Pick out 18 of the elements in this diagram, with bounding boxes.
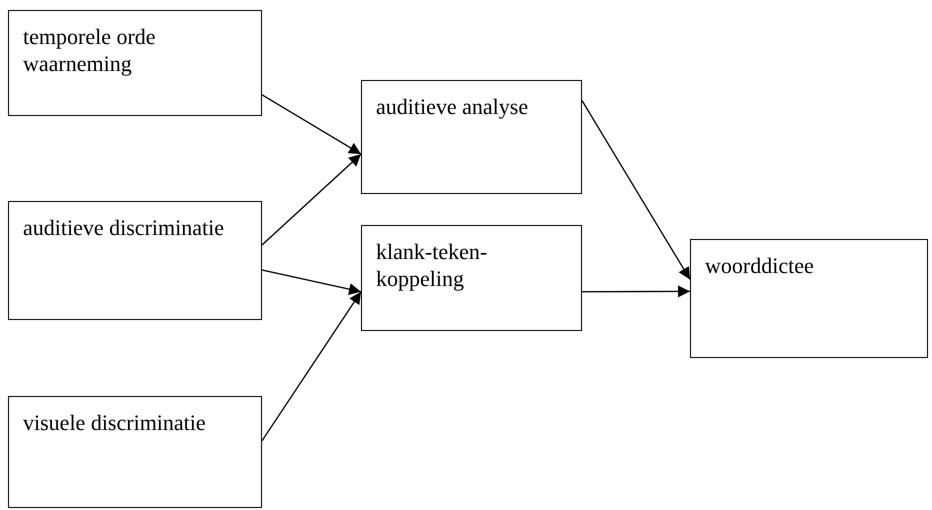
process-box <box>8 396 262 508</box>
arrow <box>261 291 362 442</box>
process-box <box>361 80 582 194</box>
box-label: woorddictee <box>705 252 815 279</box>
process-box <box>361 225 582 331</box>
box-label: visuele discriminatie <box>23 409 207 436</box>
box-label: auditieve analyse <box>376 93 530 120</box>
arrow <box>262 94 362 155</box>
process-box <box>8 10 262 116</box>
process-box <box>8 201 262 320</box>
arrow <box>262 154 362 246</box>
box-label: klank-teken-koppeling <box>376 238 488 292</box>
arrow <box>582 285 690 298</box>
box-label: auditieve discriminatie <box>23 214 225 241</box>
arrow <box>581 100 691 280</box>
arrow <box>262 269 362 296</box>
box-label: temporele orde waarneming <box>23 23 157 77</box>
process-box <box>690 239 928 358</box>
